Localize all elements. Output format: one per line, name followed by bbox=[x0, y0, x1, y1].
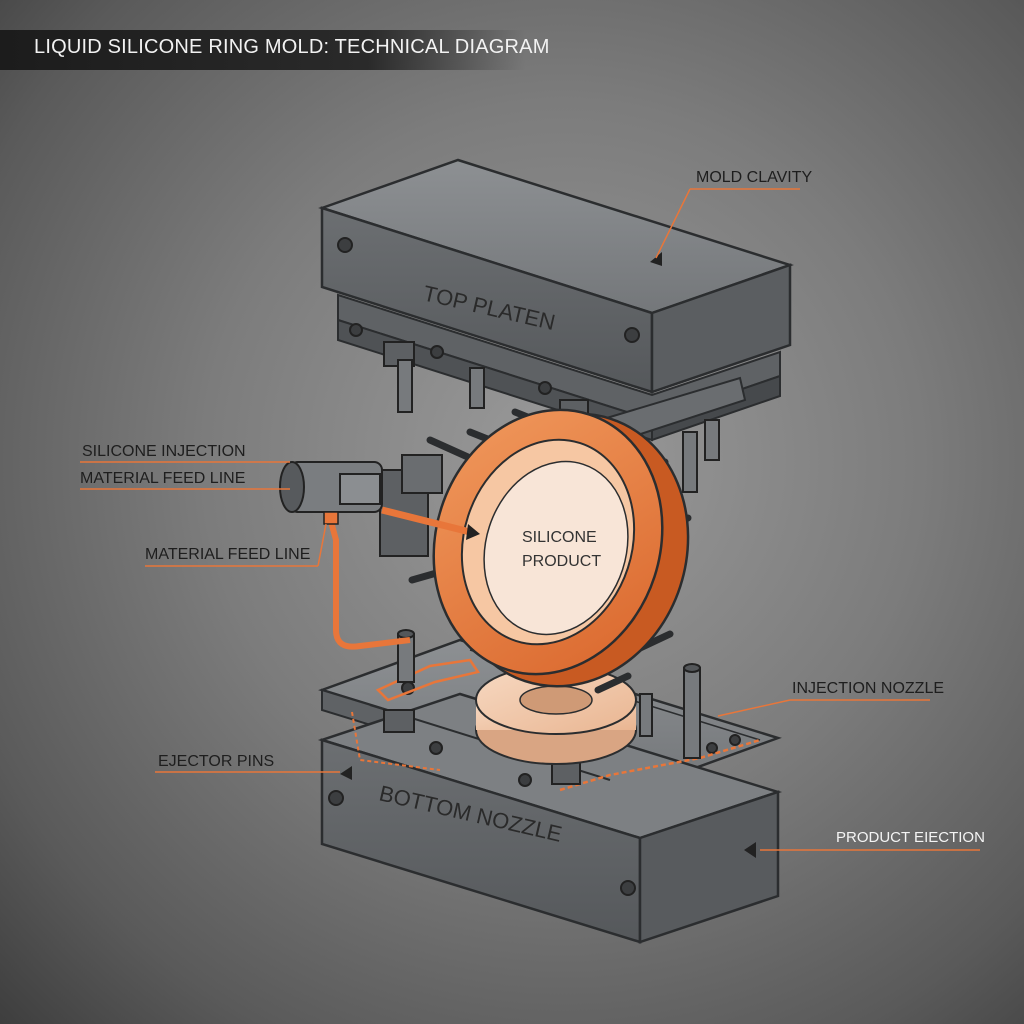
silicone-injection-label-2: MATERIAL FEED LINE bbox=[80, 470, 245, 487]
silicone-product-label-1: SILICONE bbox=[522, 529, 597, 546]
diagram-title: LIQUID SILICONE RING MOLD: TECHNICAL DIA… bbox=[34, 36, 550, 58]
cavity-ring-lower bbox=[475, 665, 637, 765]
silicone-ring bbox=[408, 408, 692, 694]
leader-lines bbox=[80, 188, 980, 851]
injection-unit bbox=[279, 454, 480, 650]
silicone-injection-label-1: SILICONE INJECTION bbox=[82, 443, 246, 460]
title-bar bbox=[0, 30, 525, 70]
silicone-product-label-2: PRODUCT bbox=[522, 553, 601, 570]
product-ejection-label: PRODUCT EIECTION bbox=[836, 829, 985, 846]
ejector-pins-label: EJECTOR PINS bbox=[158, 753, 274, 770]
injection-nozzle-label: INJECTION NOZZLE bbox=[792, 680, 944, 697]
material-feed-line-label: MATERIAL FEED LINE bbox=[145, 546, 310, 563]
mold-cavity-label: MOLD CLAVITY bbox=[696, 169, 813, 186]
